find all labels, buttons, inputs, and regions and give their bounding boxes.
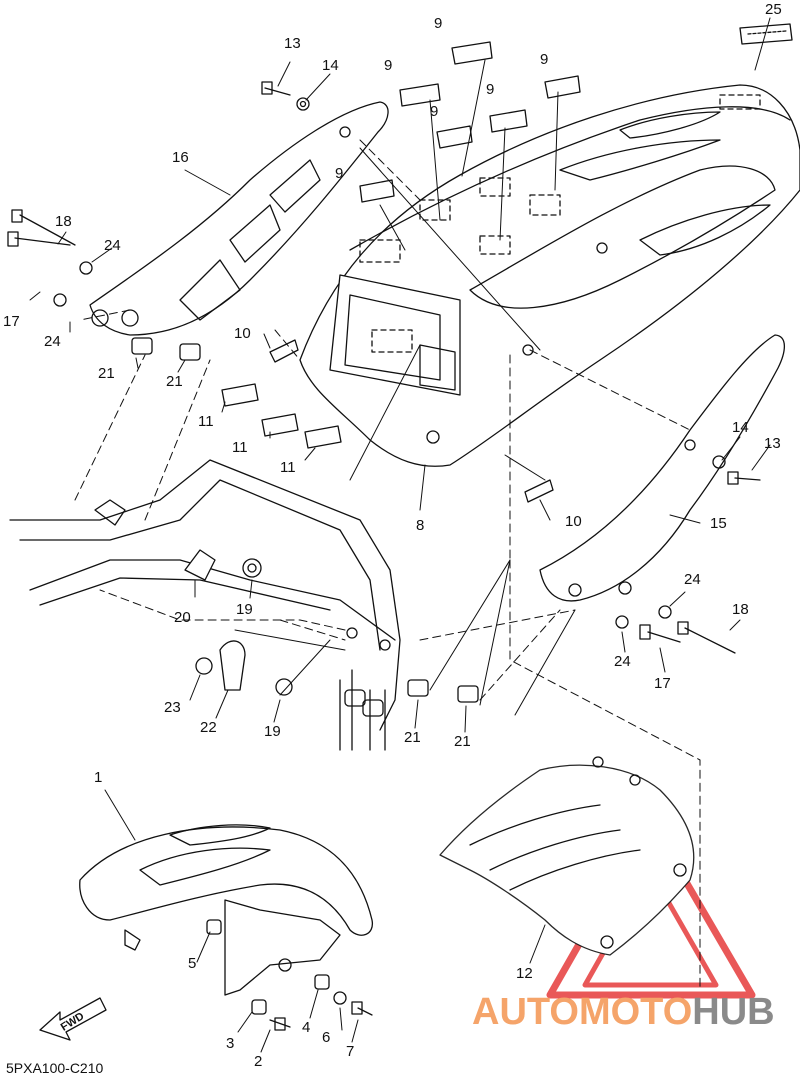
callout-13: 13 (284, 35, 301, 52)
callout-10: 10 (565, 513, 582, 530)
callout-12: 12 (516, 965, 533, 982)
watermark-logo: AUTOMOTOHUB (472, 993, 775, 1031)
callout-7: 7 (346, 1043, 355, 1060)
clip-10-b (524, 479, 554, 503)
sticker-11-set (221, 383, 342, 449)
callout-9: 9 (434, 15, 443, 32)
callout-9: 9 (335, 165, 344, 182)
rear-fender (299, 84, 800, 467)
callout-21: 21 (166, 373, 183, 390)
callout-9: 9 (540, 51, 549, 68)
callout-9: 9 (384, 57, 393, 74)
callout-11: 11 (198, 413, 214, 430)
callout-23: 23 (164, 699, 181, 716)
callout-16: 16 (172, 149, 189, 166)
callout-17: 17 (3, 313, 20, 330)
callout-22: 22 (200, 719, 217, 736)
callout-5: 5 (188, 955, 197, 972)
drawing-code: 5PXA100-C210 (6, 1060, 104, 1076)
guide-lines (29, 17, 771, 1053)
callout-1: 1 (94, 769, 103, 786)
callout-19: 19 (236, 601, 253, 618)
callout-24: 24 (44, 333, 61, 350)
callout-18: 18 (732, 601, 749, 618)
rear-stay-right (539, 334, 786, 602)
callout-3: 3 (226, 1035, 235, 1052)
frame (9, 459, 401, 751)
callout-11: 11 (280, 459, 296, 476)
bolts-upper (7, 81, 761, 654)
watermark-part-a: AUTOMOTO (472, 991, 693, 1033)
callout-13: 13 (764, 435, 781, 452)
callout-15: 15 (710, 515, 727, 532)
dashed-alignment-lines (74, 139, 701, 991)
bracket-20 (184, 549, 216, 581)
callout-9: 9 (430, 103, 439, 120)
fwd-arrow (39, 997, 107, 1041)
callout-20: 20 (174, 609, 191, 626)
callout-8: 8 (416, 517, 425, 534)
inner-fender (439, 756, 695, 956)
bracket-22 (219, 640, 246, 691)
clip-10-a (269, 339, 299, 363)
callout-9: 9 (486, 81, 495, 98)
callout-24: 24 (104, 237, 121, 254)
callout-24: 24 (684, 571, 701, 588)
callout-21: 21 (404, 729, 421, 746)
dampers (131, 337, 479, 703)
front-fender (79, 824, 373, 951)
callout-4: 4 (302, 1019, 311, 1036)
sticker-9-set (359, 41, 581, 203)
front-fender-stay (206, 899, 373, 1031)
callout-6: 6 (322, 1029, 331, 1046)
callout-25: 25 (765, 1, 782, 18)
callout-24: 24 (614, 653, 631, 670)
callout-17: 17 (654, 675, 671, 692)
callout-18: 18 (55, 213, 72, 230)
solid-assembly-lines (234, 147, 576, 716)
sticker-25 (739, 23, 793, 45)
callout-2: 2 (254, 1053, 263, 1070)
watermark-part-b: HUB (692, 991, 775, 1033)
callout-11: 11 (232, 439, 248, 456)
callout-10: 10 (234, 325, 251, 342)
callout-14: 14 (322, 57, 339, 74)
callout-21: 21 (454, 733, 471, 750)
callout-21: 21 (98, 365, 115, 382)
callout-19: 19 (264, 723, 281, 740)
callout-14: 14 (732, 419, 749, 436)
rear-stay-left (89, 101, 389, 336)
